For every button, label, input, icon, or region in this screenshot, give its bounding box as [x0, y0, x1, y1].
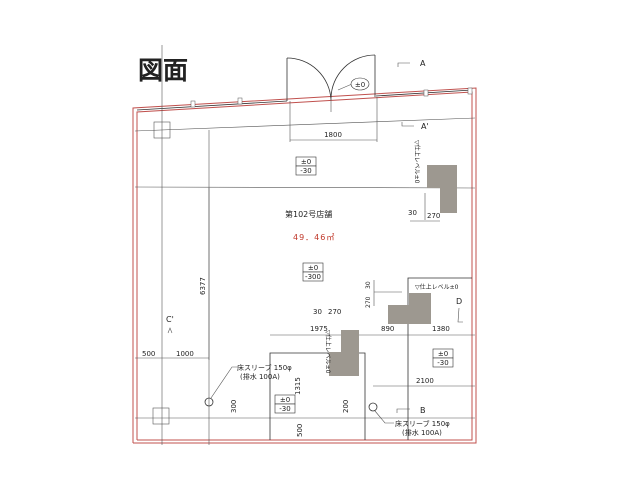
- dim-2100: 2100: [416, 377, 434, 385]
- level-box-center: ±0 -300: [302, 262, 324, 282]
- column-right: [388, 293, 431, 324]
- section-mark-b: B: [420, 406, 426, 415]
- section-mark-a-prime: A': [421, 122, 429, 131]
- dim-door-width: 1800: [324, 131, 342, 139]
- section-mark-c-prime: C': [166, 315, 174, 324]
- sleeve-left-label: 床スリーブ 150φ: [237, 363, 292, 372]
- finish-level-right: ▽仕上レベル±0: [415, 283, 459, 291]
- svg-text:-30: -30: [300, 167, 311, 175]
- dim-270: 270: [427, 212, 440, 220]
- dim-300: 300: [230, 400, 238, 413]
- svg-text:±0: ±0: [301, 158, 311, 166]
- level-box-lower-left: ±0 -30: [274, 394, 296, 414]
- svg-text:±0: ±0: [308, 264, 318, 272]
- svg-text:-30: -30: [279, 405, 290, 413]
- svg-text:-300: -300: [305, 273, 321, 281]
- entrance-door: ±0: [286, 54, 376, 112]
- level-box-upper: ±0 -30: [295, 156, 317, 176]
- dim-6377: 6377: [199, 277, 207, 295]
- dim-500-b: 500: [296, 424, 304, 437]
- dim-890: 890: [381, 325, 394, 333]
- section-mark-a: A: [420, 59, 426, 68]
- finish-level-upper: ▽仕上レベル±0: [413, 140, 421, 184]
- dim-1975: 1975: [310, 325, 328, 333]
- dim-500: 500: [142, 350, 155, 358]
- finish-level-center: ▽仕上レベル±0: [324, 330, 332, 374]
- column-center: [329, 330, 359, 376]
- dim-270-b: 270: [365, 296, 372, 308]
- sleeve-right-note: (排水 100A): [402, 428, 442, 437]
- dim-1000: 1000: [176, 350, 194, 358]
- section-mark-d: D: [456, 297, 462, 306]
- dim-30-b: 30: [365, 281, 372, 289]
- svg-text:±0: ±0: [280, 396, 290, 404]
- column-upper-right: [427, 165, 457, 213]
- floor-sleeve-left: [204, 397, 214, 407]
- dim-270-c: 270: [328, 308, 341, 316]
- dim-30-c: 30: [313, 308, 322, 316]
- dim-200: 200: [342, 400, 350, 413]
- dim-1380: 1380: [432, 325, 450, 333]
- sleeve-left-note: (排水 100A): [240, 372, 280, 381]
- sleeve-right-label: 床スリーブ 150φ: [395, 419, 450, 428]
- dim-1315: 1315: [294, 377, 302, 395]
- dim-30: 30: [408, 209, 417, 217]
- level-box-right: ±0 -30: [432, 348, 454, 368]
- entrance-level: ±0: [355, 81, 365, 89]
- svg-text:-30: -30: [437, 359, 448, 367]
- floor-sleeve-right: [368, 402, 378, 412]
- drawing-title: 図面: [138, 56, 188, 85]
- store-area: 49．46㎡: [293, 233, 335, 242]
- svg-text:±0: ±0: [438, 350, 448, 358]
- store-name: 第102号店舗: [285, 209, 332, 219]
